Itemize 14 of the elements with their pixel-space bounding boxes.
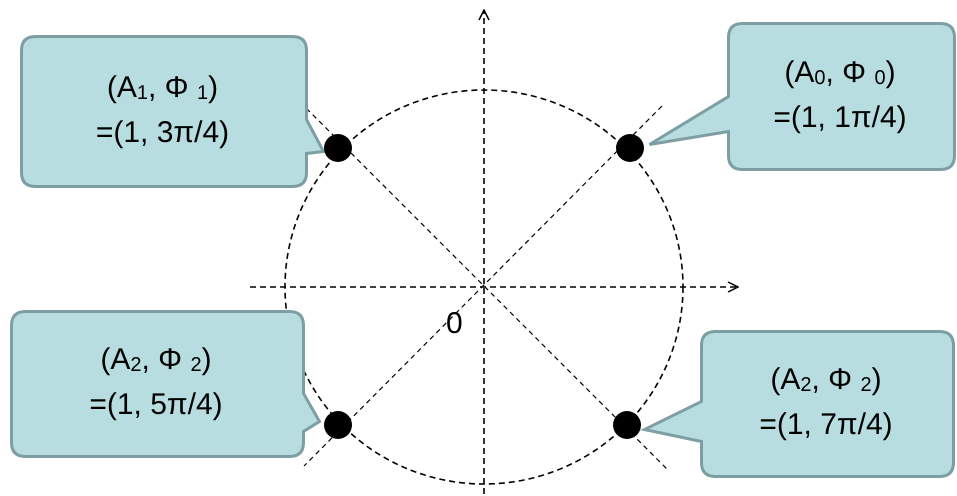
point-dot: [324, 134, 352, 162]
point-dot: [616, 134, 644, 162]
point-dot: [613, 411, 641, 439]
speech-bubble: [648, 22, 953, 168]
speech-bubble: [20, 35, 322, 185]
coordinate-text: (A$_{2}$, Φ $_{2}$): [770, 362, 882, 398]
origin-label: 0: [446, 308, 463, 340]
coordinate-text: (A$_{0}$, Φ $_{0}$): [784, 54, 896, 90]
coordinate-text: (A$_{1}$, Φ $_{1}$): [106, 70, 218, 106]
coordinate-text: =(1, 3π/4): [96, 114, 230, 150]
point-dot: [324, 411, 352, 439]
coordinate-text: =(1, 7π/4): [759, 407, 893, 443]
speech-bubble: [643, 330, 952, 475]
coordinate-text: =(1, 1π/4): [773, 100, 907, 136]
